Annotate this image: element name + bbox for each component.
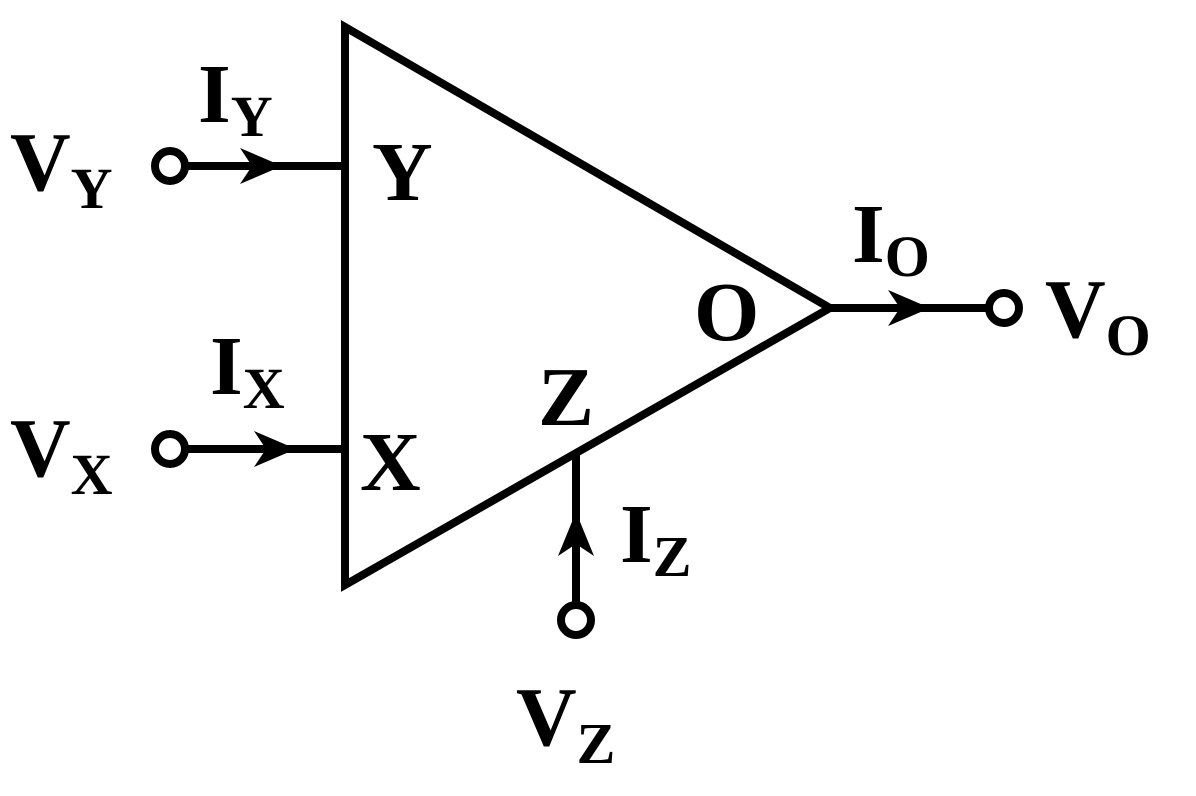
vy-main: V [10,116,71,209]
port-x-label: X [360,416,421,509]
vy-label: VY [10,116,113,221]
iz-label: IZ [620,488,691,589]
iy-arrow [240,148,282,184]
vo-sub: O [1106,303,1151,368]
iz-main: I [620,488,653,581]
io-arrow [888,290,930,326]
vz-label: VZ [516,671,615,776]
vy-sub: Y [71,156,113,221]
iy-main: I [198,48,231,141]
amplifier-triangle [341,20,839,592]
vz-sub: Z [577,711,616,776]
ix-label: IX [210,320,285,421]
vo-main: V [1045,263,1106,356]
ix-sub: X [243,356,285,421]
vx-terminal [151,430,189,468]
vo-label: VO [1045,263,1151,368]
port-y-label: Y [372,126,433,219]
port-o-label: O [694,266,759,359]
port-z-label: Z [538,351,594,444]
vz-main: V [516,671,577,764]
ix-arrow [254,431,296,467]
vx-label: VX [10,402,113,507]
io-sub: O [885,224,930,289]
vo-terminal [985,289,1023,327]
vx-sub: X [71,442,113,507]
vx-main: V [10,402,71,495]
vz-terminal [557,601,595,639]
iz-arrow [558,512,594,556]
vy-terminal [151,147,189,185]
ix-main: I [210,320,243,413]
iz-sub: Z [653,524,692,589]
io-label: IO [852,188,930,289]
iy-label: IY [198,48,273,149]
io-main: I [852,188,885,281]
iy-sub: Y [231,84,273,149]
